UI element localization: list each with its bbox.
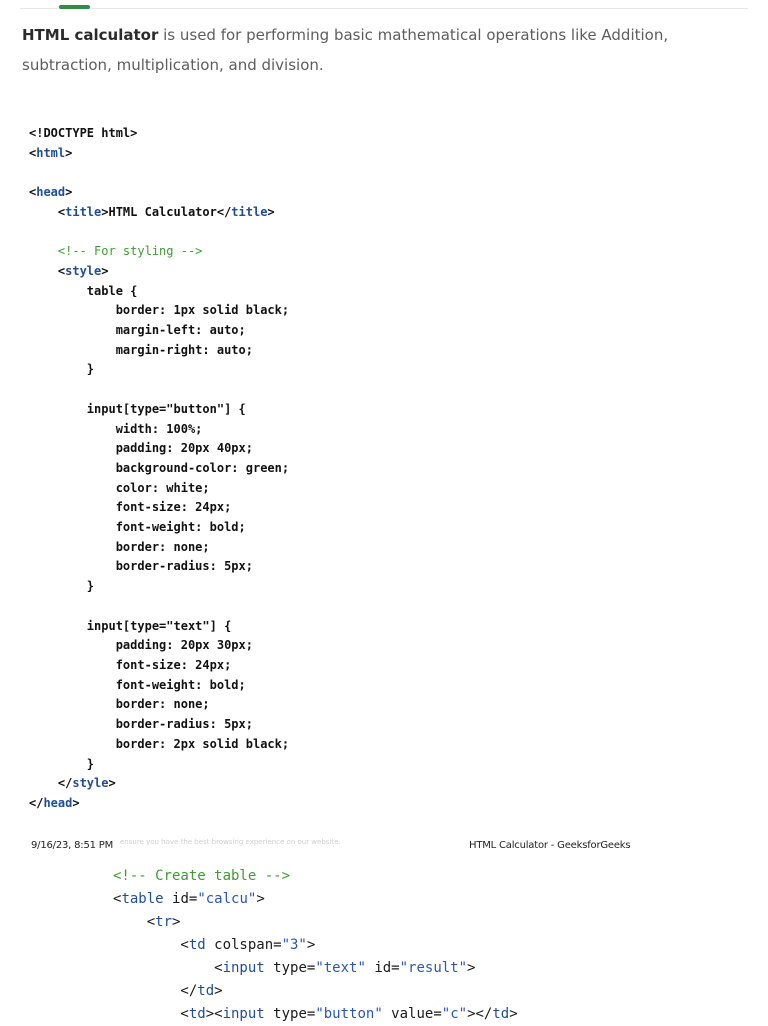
code-line: border-radius: 5px; (29, 559, 253, 574)
code-line: table { (29, 283, 138, 298)
code-block-table: <!-- Create table --><table id="calcu"> … (113, 865, 518, 1026)
code-line: font-size: 24px; (29, 657, 232, 672)
code-line: padding: 20px 40px; (29, 441, 253, 456)
code-line: </head> (29, 795, 80, 810)
code-line (29, 163, 289, 183)
code-line: <html> (29, 145, 73, 160)
code-line: padding: 20px 30px; (29, 638, 253, 653)
code-line: border: none; (29, 697, 210, 712)
code-line (29, 380, 289, 400)
print-page-title: HTML Calculator - GeeksforGeeks (469, 840, 631, 851)
code-line: <title>HTML Calculator</title> (29, 204, 275, 219)
code-line: <head> (29, 185, 73, 200)
intro-rest: is used for performing basic mathematica… (22, 26, 669, 74)
code-line: <style> (29, 263, 109, 278)
top-divider (20, 8, 748, 9)
code-line: <!-- For styling --> (29, 244, 203, 259)
code-line: border: 1px solid black; (29, 303, 290, 318)
code-line: </td> (113, 983, 223, 999)
code-line: <!DOCTYPE html> (29, 126, 138, 140)
code-line: font-weight: bold; (29, 677, 246, 692)
code-line: margin-left: auto; (29, 323, 246, 338)
code-line: <tr> (113, 914, 181, 930)
code-line: <!-- Create table --> (113, 868, 291, 884)
code-line (29, 597, 289, 617)
code-line: margin-right: auto; (29, 342, 253, 357)
code-block-head-style: <!DOCTYPE html> <html> <head> <title>HTML… (29, 124, 289, 814)
code-line: <input type="text" id="result"> (113, 960, 476, 976)
code-line: input[type="text"] { (29, 618, 232, 633)
code-line: <table id="calcu"> (113, 891, 265, 907)
code-line: input[type="button"] { (29, 401, 246, 416)
code-line: <td><input type="button" value="c"></td> (113, 1006, 518, 1022)
intro-paragraph: HTML calculator is used for performing b… (22, 20, 748, 80)
code-line: } (29, 579, 95, 594)
code-line: } (29, 362, 95, 377)
intro-lead: HTML calculator (22, 26, 159, 44)
code-line: font-size: 24px; (29, 500, 232, 515)
code-line: font-weight: bold; (29, 520, 246, 535)
cookie-notice-text: ensure you have the best browsing experi… (120, 838, 341, 846)
code-line: color: white; (29, 480, 210, 495)
code-line: border-radius: 5px; (29, 717, 253, 732)
top-accent-bar (59, 5, 90, 9)
code-line: width: 100%; (29, 421, 203, 436)
code-line (29, 223, 289, 243)
code-line: border: 2px solid black; (29, 736, 290, 751)
print-date: 9/16/23, 8:51 PM (31, 840, 114, 851)
code-line: background-color: green; (29, 460, 290, 475)
code-line: border: none; (29, 539, 210, 554)
code-line: </style> (29, 776, 116, 791)
code-line: } (29, 756, 95, 771)
code-line: <td colspan="3"> (113, 937, 316, 953)
